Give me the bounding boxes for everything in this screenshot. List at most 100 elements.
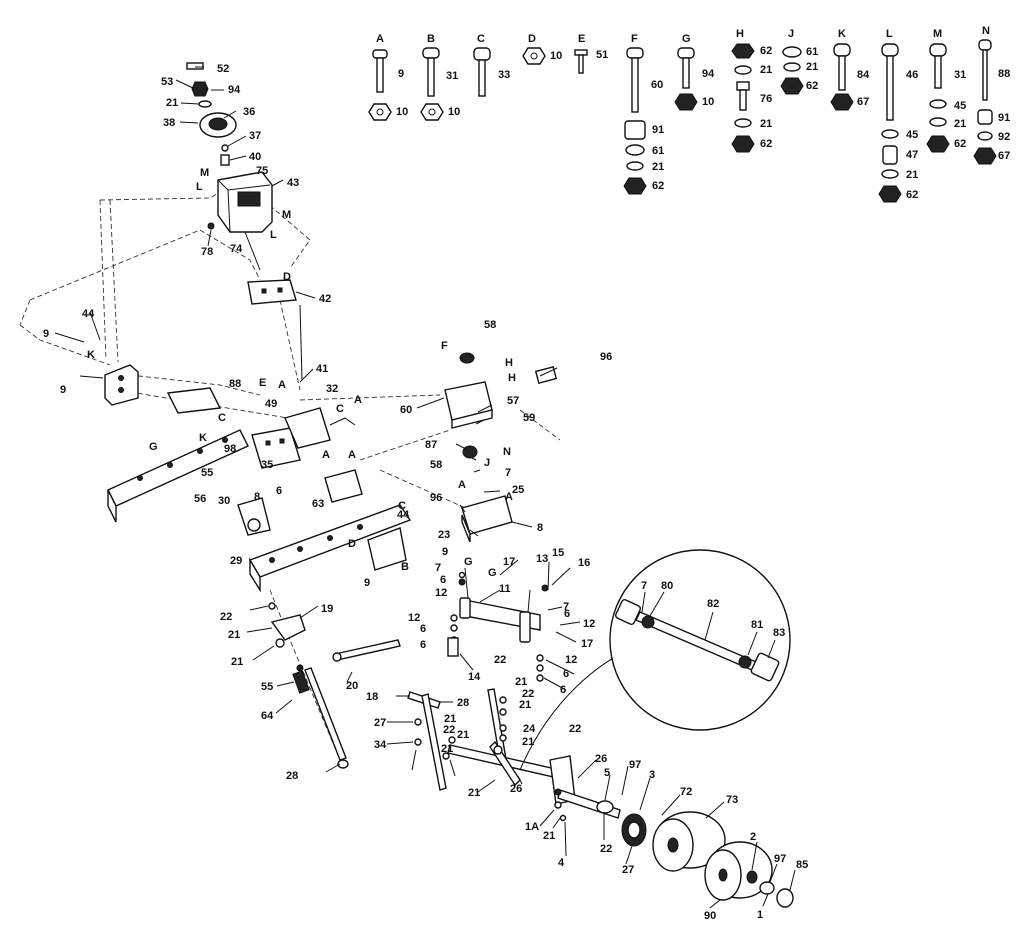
bolt-shank [886,55,894,121]
hw-letter-k: K [838,28,846,40]
right-upper-assembly [444,352,558,543]
callout: 21 [166,97,178,109]
lock-washer [734,65,752,75]
hw-h-washer-top: 21 [760,64,772,76]
callout-labels: 52 53 94 21 36 38 37 40 75 43 M L M L 74… [43,63,808,922]
callout: 2 [750,831,756,843]
callout: 8 [537,522,543,534]
hole [261,288,267,294]
spacer [624,120,646,140]
hex-nut [420,103,444,121]
bolt-shank [934,55,942,89]
bolt-head [422,47,440,59]
hw-j-washer: 61 [806,46,818,58]
callout: 9 [364,577,370,589]
spacer [882,145,898,165]
hw-l-lockwasher: 21 [906,169,918,181]
stud-head [736,81,750,91]
callout: 5 [604,767,610,779]
callout: 1A [525,821,539,833]
part-97b-washer [746,870,758,884]
callout: 80 [661,580,673,592]
bolt-head [372,49,388,59]
lock-washer [929,117,947,127]
hw-n-bolt: 88 [998,68,1010,80]
part-58-nut [459,352,475,364]
callout: 42 [319,293,331,305]
hw-letter-f: F [631,33,638,45]
callout: 81 [751,619,763,631]
part-53 [191,81,209,97]
hw-h-stud: 76 [760,93,772,105]
callout: 73 [726,794,738,806]
hw-n-spacer: 91 [998,112,1010,124]
hardware-group-f: F 60 91 61 21 62 [623,33,664,195]
hw-letter-d: D [528,33,536,45]
callout: 22 [443,724,455,736]
callout: 7 [505,467,511,479]
callout: 12 [565,654,577,666]
callout: 16 [578,557,590,569]
callout: H [508,372,516,384]
hex-nut [780,77,804,95]
callout: 88 [229,378,241,390]
callout: 36 [243,106,255,118]
nut-bore [530,52,538,60]
hardware-group-n: N 88 91 92 67 [973,25,1010,165]
callout: 96 [430,492,442,504]
hw-f-spacer: 91 [652,124,664,136]
callout: N [503,446,511,458]
part-32-bracket [284,407,331,449]
part-80-rod-end [614,598,642,626]
callout: 97 [629,759,641,771]
callout: 38 [163,117,175,129]
callout: 21 [441,743,453,755]
hw-a-nut: 10 [396,106,408,118]
callout: E [259,377,266,389]
part-42-plate [247,279,297,305]
callout: 44 [82,308,95,320]
hex-nut [973,147,997,165]
hw-j-lockwasher: 21 [806,61,818,73]
hw-e-screw: 51 [596,49,608,61]
lock-washer [626,161,644,171]
hex-nut [878,185,902,203]
callout: G [488,567,497,579]
callout: H [505,357,513,369]
hex-nut [674,93,698,111]
hw-letter-e: E [578,33,585,45]
callout: A [322,449,330,461]
bracket-left [104,364,139,406]
hw-f-bolt: 60 [651,79,663,91]
callout: B [401,561,409,573]
part-21-washer [198,100,212,108]
pivot [247,518,261,532]
callout: 22 [600,843,612,855]
callout: A [505,491,513,503]
spacer [977,109,993,125]
callout: 72 [680,786,692,798]
hw-letter-c: C [477,33,485,45]
bolt-shank [478,59,486,97]
hw-letter-m: M [933,28,942,40]
bolt-head [978,39,992,51]
hardware-group-m: M 31 45 21 62 [926,28,966,153]
callout: 75 [256,165,268,177]
callout: 22 [494,654,506,666]
callout: 60 [400,404,412,416]
hex-nut [830,93,854,111]
callout: 6 [440,574,446,586]
bolt-head [833,43,851,57]
washer [977,131,993,141]
callout: 17 [581,638,593,650]
callout: L [196,181,203,193]
hw-k-nut: 67 [857,96,869,108]
hardware-key: A 9 10 B 31 10 C 33 D [368,25,1010,203]
callout: C [336,403,344,415]
left-frame-rail [104,364,249,523]
hw-b-bolt: 31 [446,70,458,82]
callout: 43 [287,177,299,189]
hole [277,287,283,293]
callout: 18 [366,691,378,703]
